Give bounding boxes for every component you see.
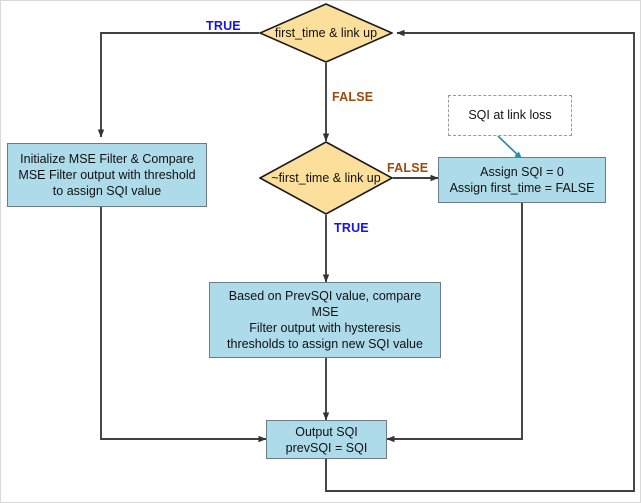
- process-hysteresis-line3: thresholds to assign new SQI value: [227, 337, 423, 351]
- decision-not-first-time-line2: link up: [344, 171, 381, 185]
- edge-label-true-mid: TRUE: [334, 221, 369, 235]
- decision-not-first-time-label: ~first_time & link up: [259, 170, 393, 186]
- edge-label-true-top: TRUE: [206, 19, 241, 33]
- edge-label-false-mid: FALSE: [387, 161, 429, 175]
- process-hysteresis-line2: Filter output with hysteresis: [249, 321, 401, 335]
- diamond-shape: [259, 141, 393, 215]
- decision-first-time-line1: first_time &: [274, 26, 338, 40]
- process-initialize-line1: Initialize MSE Filter & Compare: [20, 152, 194, 166]
- process-assign-line2: Assign first_time = FALSE: [449, 181, 595, 195]
- process-output-sqi[interactable]: Output SQI prevSQI = SQI: [266, 420, 387, 459]
- decision-not-first-time-line1: ~first_time &: [271, 171, 342, 185]
- note-sqi-at-link-loss-text: SQI at link loss: [468, 108, 552, 122]
- edge-label-false-top: FALSE: [332, 90, 374, 104]
- note-sqi-at-link-loss: SQI at link loss: [448, 95, 572, 136]
- process-assign-line1: Assign SQI = 0: [480, 165, 564, 179]
- note-leader-line: [497, 135, 523, 160]
- process-output-line1: Output SQI: [295, 424, 358, 439]
- process-initialize-line3: to assign SQI value: [52, 184, 162, 198]
- diamond-shape: [259, 3, 393, 63]
- process-assign-sqi-zero[interactable]: Assign SQI = 0 Assign first_time = FALSE: [438, 157, 606, 203]
- process-hysteresis-thresholds[interactable]: Based on PrevSQI value, compare MSE Filt…: [209, 282, 441, 358]
- process-hysteresis-line1: Based on PrevSQI value, compare MSE: [228, 289, 422, 319]
- process-initialize-line2: MSE Filter output with threshold: [18, 168, 196, 182]
- process-initialize-mse-filter[interactable]: Initialize MSE Filter & Compare MSE Filt…: [7, 143, 207, 207]
- process-output-line2: prevSQI = SQI: [285, 440, 368, 455]
- decision-first-time-link-up[interactable]: first_time & link up: [259, 3, 393, 63]
- decision-first-time-line2: link up: [340, 26, 378, 40]
- decision-not-first-time-link-up[interactable]: ~first_time & link up: [259, 141, 393, 215]
- edge-true-to-init: [97, 32, 259, 138]
- decision-first-time-label: first_time & link up: [259, 25, 393, 41]
